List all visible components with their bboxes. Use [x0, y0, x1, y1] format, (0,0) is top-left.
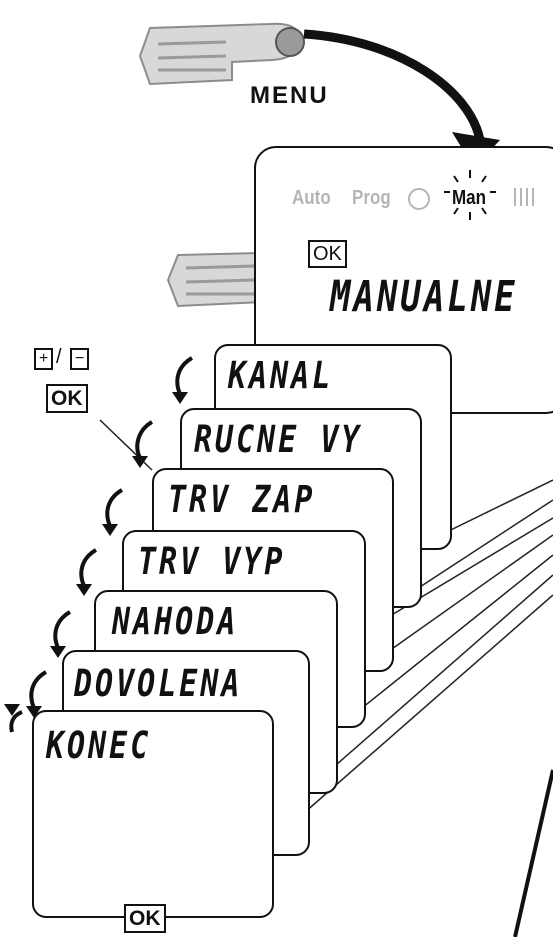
plus-button-label: +	[34, 348, 54, 370]
pointer-line	[513, 769, 553, 937]
menu-card-konec	[32, 710, 274, 918]
ok-label-left: OK	[46, 384, 88, 413]
menu-item-rucne-vy: RUCNE VY	[194, 418, 363, 462]
mode-prog: Prog	[352, 186, 391, 209]
blink-icon	[444, 170, 496, 220]
ok-label-hand: OK	[308, 240, 347, 268]
menu-item-dovolena: DOVOLENA	[74, 662, 243, 706]
minus-button-label: −	[70, 348, 90, 370]
menu-item-konec: KONEC	[46, 724, 152, 768]
step-arrowheads	[4, 392, 188, 718]
heat-level-icon	[510, 186, 550, 206]
mode-man: Man	[452, 186, 486, 209]
menu-item-trv-vyp: TRV VYP	[138, 540, 286, 584]
menu-item-nahoda: NAHODA	[112, 600, 239, 644]
mode-auto: Auto	[292, 186, 331, 209]
hand-menu-icon	[138, 22, 305, 86]
menu-label: MENU	[250, 82, 329, 109]
clock-icon	[408, 188, 430, 210]
menu-item-kanal: KANAL	[228, 354, 334, 398]
slash-label: /	[56, 346, 62, 368]
step-arrows	[9, 356, 194, 733]
main-title: MANUALNE	[330, 272, 518, 322]
menu-item-trv-zap: TRV ZAP	[168, 478, 316, 522]
ok-label-bottom: OK	[124, 904, 166, 933]
